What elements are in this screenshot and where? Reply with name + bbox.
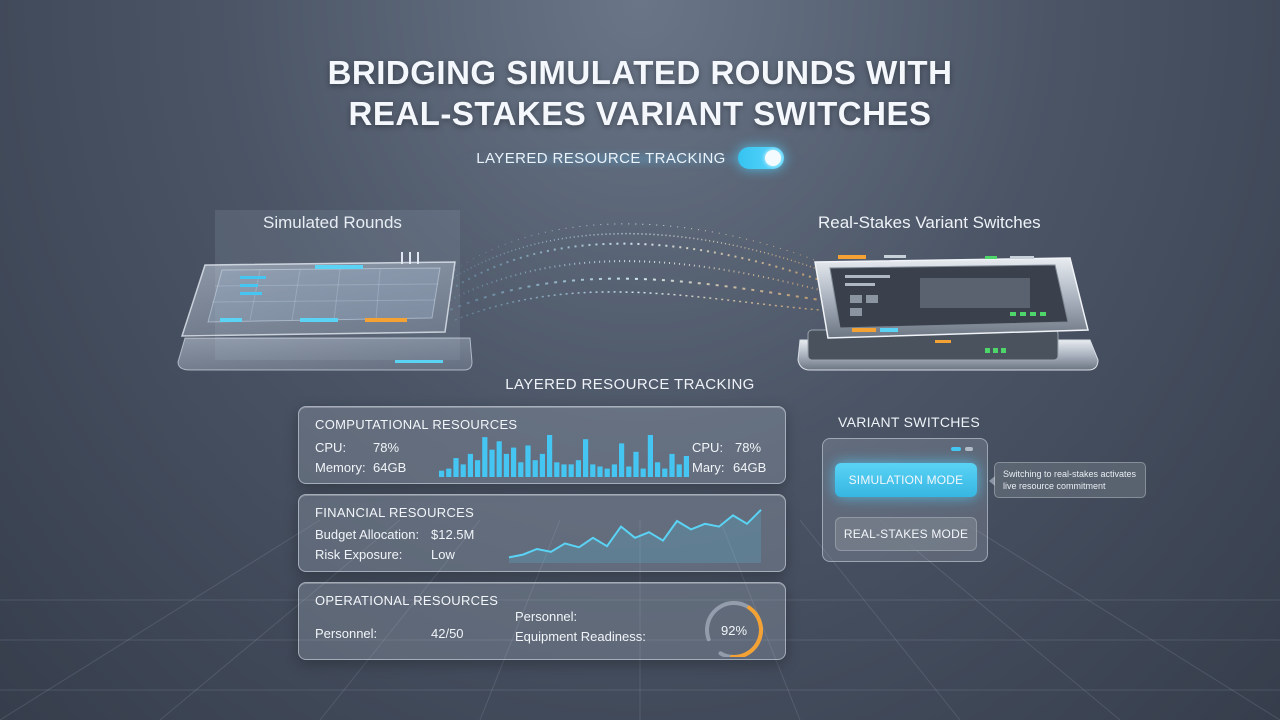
tracking-heading: LAYERED RESOURCE TRACKING (505, 376, 755, 393)
cpu-bar (554, 462, 560, 477)
personnel-value: 42/50 (431, 626, 464, 641)
cpu-bar (619, 443, 625, 477)
trend-line (508, 509, 762, 559)
gauge-fill (729, 605, 763, 657)
cpu-bar (439, 470, 445, 477)
layered-tracking-toggle[interactable] (737, 147, 784, 169)
memory-label: Memory: (315, 460, 366, 475)
dot-active-icon (951, 447, 961, 451)
simulated-rounds-label: Simulated Rounds (263, 213, 402, 233)
cpu-bar (575, 460, 581, 477)
trend-area (509, 509, 761, 563)
cpu-bar (568, 464, 574, 477)
page-title: BRIDGING SIMULATED ROUNDS WITH REAL-STAK… (0, 52, 1280, 134)
cpu-bar (611, 464, 617, 477)
window-dots (951, 447, 973, 451)
cpu-bar (489, 449, 495, 477)
toggle-label: LAYERED RESOURCE TRACKING (476, 149, 726, 167)
cpu-bar (467, 453, 473, 477)
real-stakes-device (797, 255, 1099, 371)
simulated-rounds-device (177, 210, 473, 371)
operational-title: OPERATIONAL RESOURCES (315, 593, 499, 608)
cpu-bar (446, 468, 452, 477)
cpu-bar (583, 439, 589, 477)
readiness-gauge: 92% (705, 601, 763, 657)
financial-title: FINANCIAL RESOURCES (315, 505, 475, 520)
cpu-value-right: 78% (735, 440, 762, 455)
cpu-bar (655, 462, 661, 477)
cpu-value: 78% (373, 440, 400, 455)
cpu-bar (640, 468, 646, 477)
personnel-label: Personnel: (315, 626, 378, 641)
budget-value: $12.5M (431, 527, 475, 542)
cpu-bar (604, 468, 610, 477)
cpu-bar (511, 447, 517, 477)
risk-label: Risk Exposure: (315, 547, 403, 562)
operational-resources-panel: OPERATIONAL RESOURCES Personnel: 42/50 P… (298, 582, 786, 660)
cpu-bar (626, 466, 632, 477)
cpu-bar (525, 445, 531, 477)
risk-value: Low (431, 547, 455, 562)
cpu-bar (561, 464, 567, 477)
cpu-bar (482, 437, 488, 477)
cpu-bar (676, 464, 682, 477)
cpu-bar (532, 460, 538, 477)
readiness-value: 92% (721, 623, 747, 638)
financial-resources-panel: FINANCIAL RESOURCES Budget Allocation: $… (298, 494, 786, 572)
cpu-label: CPU: (315, 440, 347, 455)
real-stakes-mode-button[interactable]: REAL-STAKES MODE (835, 517, 977, 551)
variant-switches-panel: SIMULATION MODE REAL-STAKES MODE (822, 438, 988, 562)
cpu-bar (475, 460, 481, 477)
cpu-bar (662, 468, 668, 477)
memory-value-right: 64GB (733, 460, 767, 475)
toggle-knob (764, 150, 781, 166)
cpu-bar (683, 456, 689, 477)
mode-tooltip: Switching to real-stakes activates live … (989, 462, 1146, 498)
cpu-bar (647, 435, 653, 477)
memory-value: 64GB (373, 460, 407, 475)
dot-inactive-icon (965, 447, 973, 451)
simulation-mode-button[interactable]: SIMULATION MODE (835, 463, 977, 497)
financial-trend-chart (508, 509, 762, 563)
cpu-bar (547, 435, 553, 477)
cpu-bar-chart (439, 435, 689, 477)
cpu-bar (633, 451, 639, 477)
real-stakes-label: Real-Stakes Variant Switches (818, 213, 1041, 232)
layered-tracking-toggle-row: LAYERED RESOURCE TRACKING (440, 142, 820, 174)
cpu-bar (590, 464, 596, 477)
title-line-1: BRIDGING SIMULATED ROUNDS WITH (327, 54, 953, 91)
cpu-bar (453, 458, 459, 477)
computational-resources-panel: COMPUTATIONAL RESOURCES CPU: 78% Memory:… (298, 406, 786, 484)
cpu-bar (669, 453, 675, 477)
cpu-bar (503, 453, 509, 477)
cpu-bar (460, 464, 466, 477)
budget-label: Budget Allocation: (315, 527, 420, 542)
data-stream (449, 223, 821, 321)
cpu-bar (539, 453, 545, 477)
cpu-bar (496, 441, 502, 477)
variant-switches-heading: VARIANT SWITCHES (838, 414, 980, 430)
memory-label-right: Mary: (692, 460, 725, 475)
computational-title: COMPUTATIONAL RESOURCES (315, 417, 518, 432)
cpu-bar (518, 462, 524, 477)
equipment-readiness-label: Equipment Readiness: (515, 629, 646, 644)
title-line-2: REAL-STAKES VARIANT SWITCHES (348, 95, 932, 132)
cpu-label-right: CPU: (692, 440, 724, 455)
cpu-bar (597, 466, 603, 477)
personnel-label-2: Personnel: (515, 609, 578, 624)
